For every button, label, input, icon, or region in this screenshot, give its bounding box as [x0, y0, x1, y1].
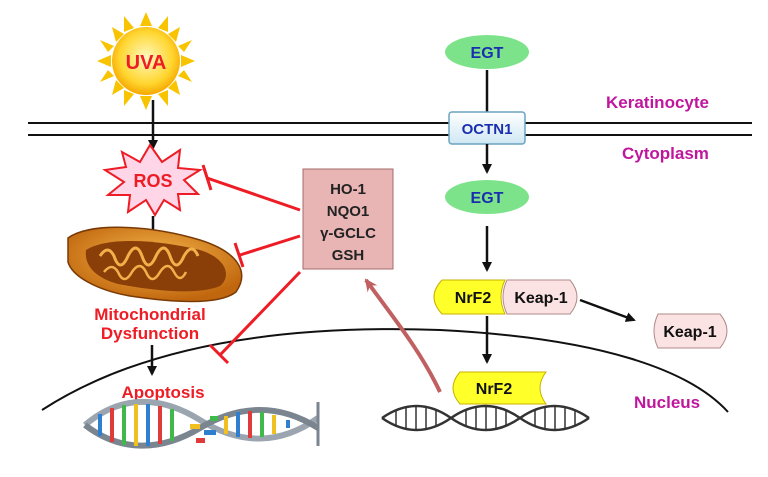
nrf2-keap1-complex	[433, 279, 578, 315]
nrf2-nuc-label: NrF2	[476, 381, 513, 398]
mito-dysfunction-line1: Mitochondrial	[94, 305, 205, 324]
nucleus-label: Nucleus	[634, 393, 700, 412]
nuclear-envelope	[41, 328, 729, 413]
keap1-bound-label: Keap-1	[514, 290, 567, 307]
nrf2-cyto-label: NrF2	[455, 290, 492, 307]
sun-icon	[97, 12, 195, 110]
cytoplasm-label: Cytoplasm	[622, 144, 709, 163]
keap1-free	[653, 313, 728, 349]
dna-fragmented-icon	[83, 398, 320, 449]
egt-extracellular	[445, 35, 529, 69]
arrow-to-free-keap1	[579, 298, 636, 322]
mito-dysfunction-line2: Dysfunction	[101, 324, 199, 343]
enzyme-ho1: HO-1	[330, 181, 366, 198]
arrow-nrf2-to-enzymes	[364, 278, 442, 393]
egt-mid-label: EGT	[471, 190, 504, 207]
keap1-free-label: Keap-1	[663, 324, 716, 341]
nrf2-nucleus	[452, 371, 547, 405]
dna-intact-icon	[381, 404, 590, 432]
enzyme-gsh: GSH	[332, 247, 365, 264]
keratinocyte-label: Keratinocyte	[606, 93, 709, 112]
cell-membrane	[28, 122, 752, 136]
antioxidant-enzyme-box	[302, 168, 394, 270]
enzyme-gclc: γ-GCLC	[320, 225, 376, 242]
ros-label: ROS	[133, 171, 172, 191]
egt-top-label: EGT	[471, 45, 504, 62]
enzyme-nqo1: NQO1	[327, 203, 370, 220]
uva-label: UVA	[126, 52, 167, 74]
octn1-label: OCTN1	[462, 121, 513, 138]
apoptosis-label: Apoptosis	[121, 383, 204, 402]
egt-cytoplasm	[445, 180, 529, 214]
ros-burst-icon	[102, 143, 204, 217]
mitochondrion-icon	[67, 226, 243, 303]
inhibition-lines	[201, 164, 302, 365]
